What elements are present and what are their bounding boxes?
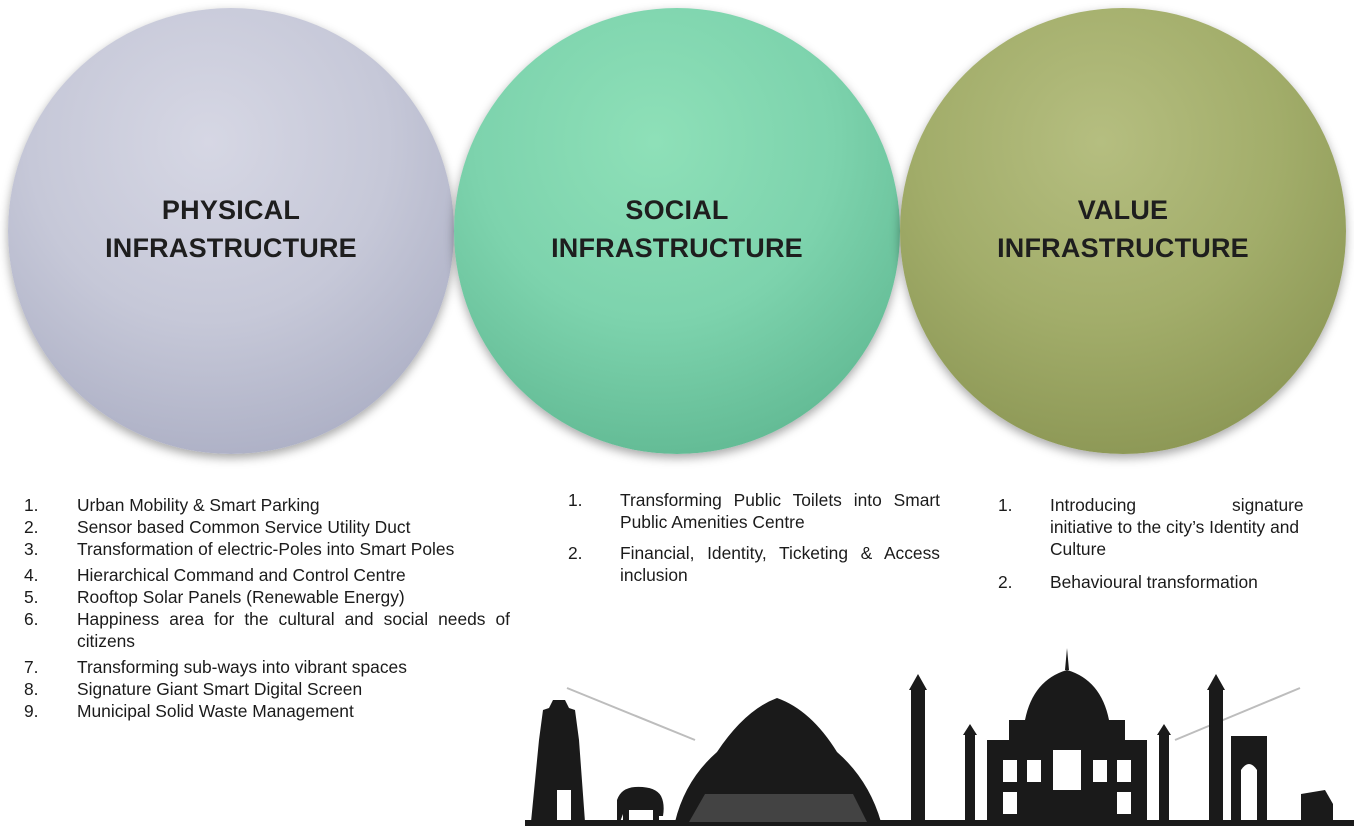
physical-infrastructure-circle: PHYSICAL INFRASTRUCTURE [8,8,454,454]
minaret-icon [911,690,925,822]
list-item-number: 2. [24,517,39,537]
list-item-text: Introducing signature initiative to the c… [1050,494,1332,560]
list-item-number: 2. [998,572,1013,592]
list-item-text-part: signature [1232,495,1304,515]
list-item: 5. Rooftop Solar Panels (Renewable Energy… [24,586,510,608]
value-infrastructure-title: VALUE INFRASTRUCTURE [997,191,1249,267]
circle-title-line1: SOCIAL [625,195,729,225]
list-item-number: 3. [24,539,39,559]
list-item: 2. Behavioural transformation [998,571,1332,593]
list-item: 9. Municipal Solid Waste Management [24,700,510,722]
list-item: 3. Transformation of electric-Poles into … [24,538,510,560]
list-item: 8. Signature Giant Smart Digital Screen [24,678,510,700]
social-infrastructure-circle: SOCIAL INFRASTRUCTURE [454,8,900,454]
list-item-text: Transforming Public Toilets into Smart P… [620,490,940,532]
circle-title-line2: INFRASTRUCTURE [997,233,1249,263]
elephant-icon [617,786,664,822]
physical-infrastructure-list: 1. Urban Mobility & Smart Parking 2. Senso… [24,494,510,722]
list-item: 7. Transforming sub-ways into vibrant spa… [24,656,510,678]
list-item-number: 5. [24,587,39,607]
list-item-number: 9. [24,701,39,721]
list-item-number: 2. [568,543,583,563]
list-item-text-part: initiative to the city’s Identity and Cu… [1050,517,1300,559]
list-item-text: Signature Giant Smart Digital Screen [77,679,363,699]
list-item-number: 1. [998,495,1013,515]
taj-mahal-icon [987,670,1147,822]
list-item: 1. Urban Mobility & Smart Parking [24,494,510,516]
list-item-number: 4. [24,565,39,585]
india-gate-icon [1231,736,1267,822]
value-infrastructure-circle: VALUE INFRASTRUCTURE [900,8,1346,454]
list-item-number: 1. [568,490,583,510]
list-item-text: Sensor based Common Service Utility Duct [77,517,411,537]
social-infrastructure-list: 1. Transforming Public Toilets into Smart… [568,489,940,595]
list-item: 6. Happiness area for the cultural and so… [24,608,510,652]
city-skyline-illustration [525,648,1354,826]
list-item-number: 6. [24,609,39,629]
list-item-text: Hierarchical Command and Control Centre [77,565,406,585]
circle-title-line2: INFRASTRUCTURE [105,233,357,263]
list-item: 2. Sensor based Common Service Utility Du… [24,516,510,538]
list-item-number: 8. [24,679,39,699]
list-item-number: 1. [24,495,39,515]
list-item-text: Transformation of electric-Poles into Sm… [77,539,455,559]
list-item: 2. Financial, Identity, Ticketing & Acces… [568,542,940,586]
list-item-text: Rooftop Solar Panels (Renewable Energy) [77,587,405,607]
auto-rickshaw-icon [1301,790,1333,822]
circle-title-line1: PHYSICAL [161,195,301,225]
lotus-temple-icon [675,698,881,822]
list-item-text: Behavioural transformation [1050,572,1258,592]
circle-title-line1: VALUE [1077,195,1169,225]
list-item-text-part: Introducing [1050,495,1137,515]
list-item-text: Happiness area for the cultural and soci… [77,609,510,651]
list-item-text: Financial, Identity, Ticketing & Access … [620,543,940,585]
list-item-text: Transforming sub-ways into vibrant space… [77,657,407,677]
list-item: 1. Transforming Public Toilets into Smart… [568,489,940,533]
list-item-text: Municipal Solid Waste Management [77,701,354,721]
physical-infrastructure-title: PHYSICAL INFRASTRUCTURE [105,191,357,267]
list-item: 1. Introducing signature initiative to the… [998,494,1332,560]
social-infrastructure-title: SOCIAL INFRASTRUCTURE [551,191,803,267]
list-item-text: Urban Mobility & Smart Parking [77,495,320,515]
watermark-line [566,687,696,741]
watermark-line [1174,687,1301,741]
list-item-number: 7. [24,657,39,677]
temple-gopuram-icon [531,700,585,822]
list-item: 4. Hierarchical Command and Control Centr… [24,564,510,586]
value-infrastructure-list: 1. Introducing signature initiative to the… [998,494,1332,604]
circle-title-line2: INFRASTRUCTURE [551,233,803,263]
